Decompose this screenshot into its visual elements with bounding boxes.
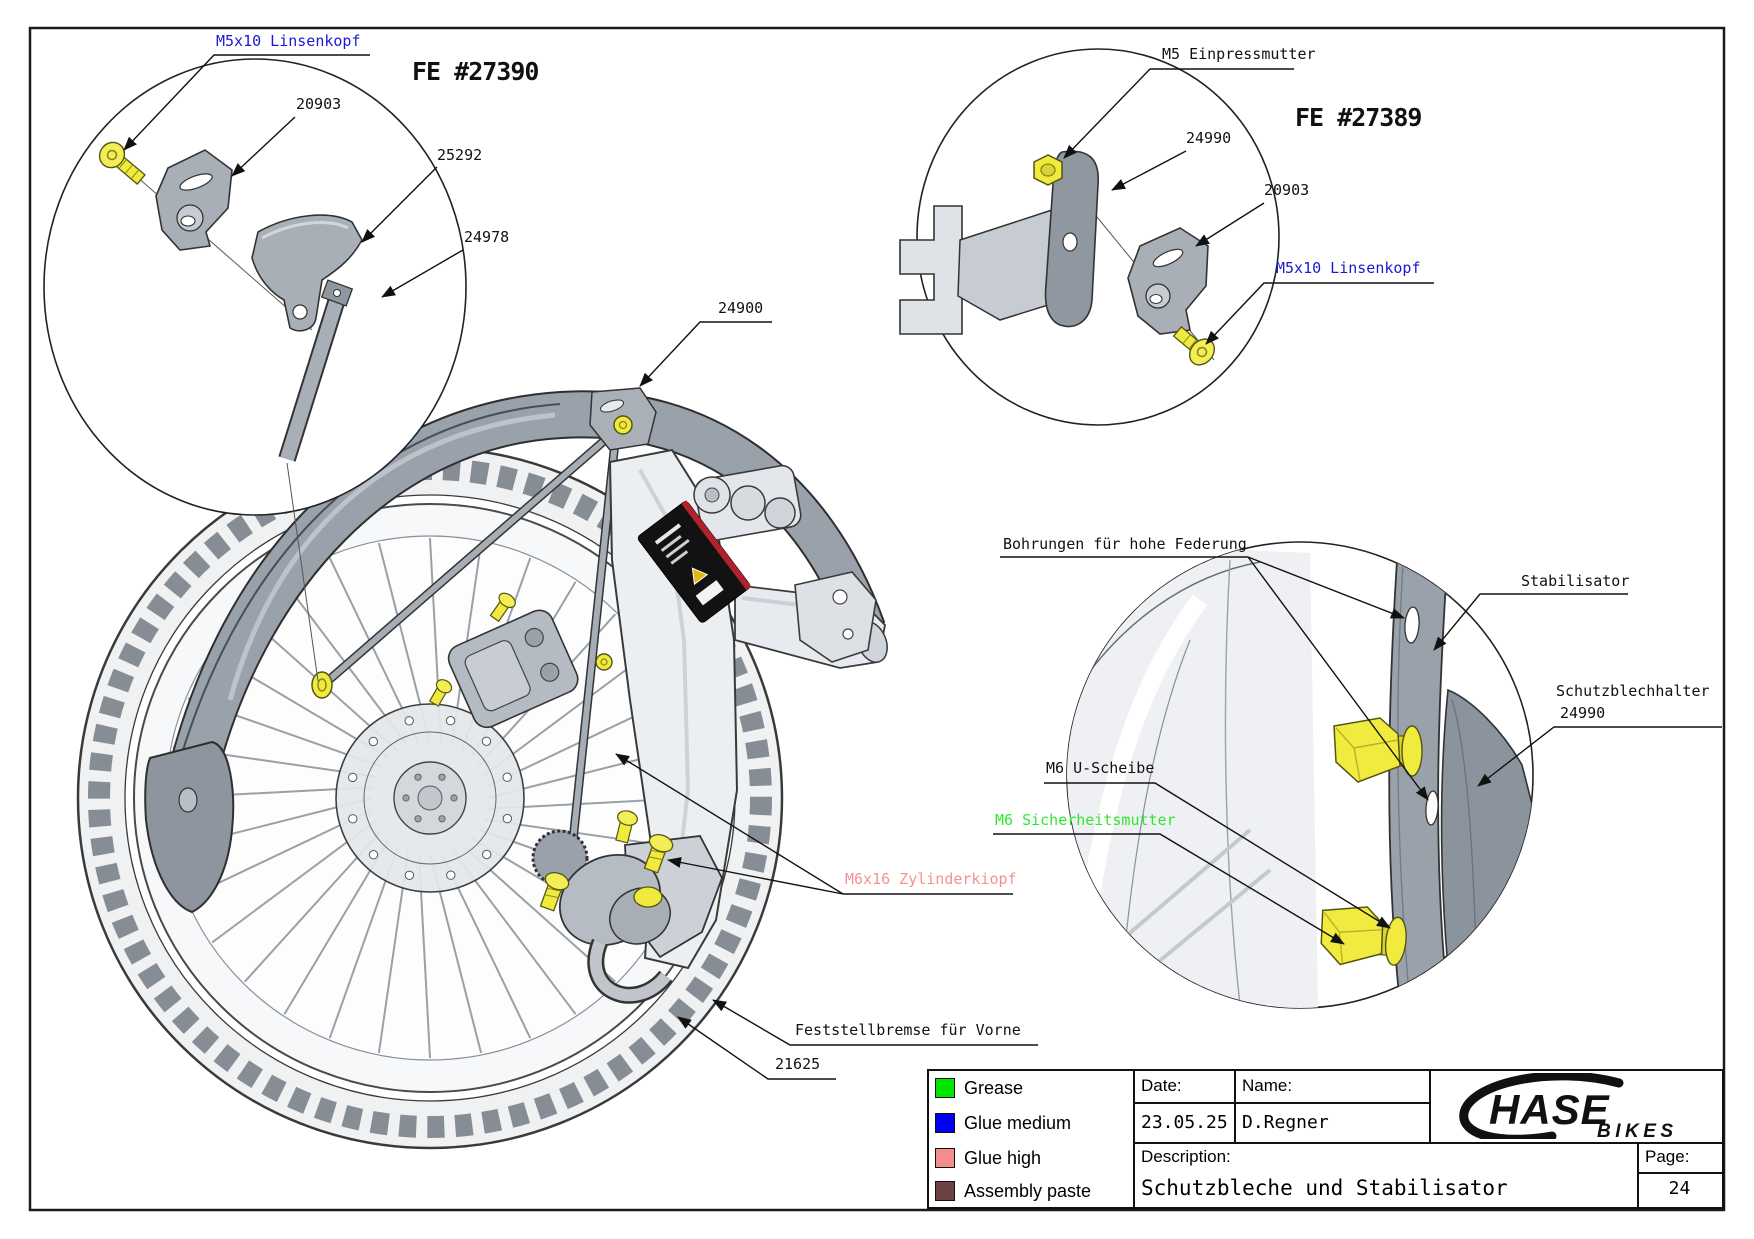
callout-schutzblechhalter: Schutzblechhalter <box>1556 682 1710 700</box>
page-label: Page: <box>1645 1147 1690 1166</box>
callout-24900: 24900 <box>718 299 764 317</box>
callout-feststellbremse: Feststellbremse für Vorne <box>795 1021 1021 1039</box>
screw-m5x10-right <box>1172 325 1216 366</box>
stay-mount-bolt <box>311 671 333 699</box>
legend-grease: Grease <box>935 1078 1130 1104</box>
legend-glue-medium: Glue medium <box>935 1113 1130 1139</box>
description-value: Schutzbleche und Stabilisator <box>1141 1176 1508 1200</box>
callout-stabilisator: Stabilisator <box>1521 572 1630 590</box>
press-nut-m5 <box>1033 154 1063 186</box>
fender-stays <box>319 430 620 889</box>
divider <box>1133 1142 1722 1144</box>
date-value: 23.05.25 <box>1141 1112 1228 1133</box>
description-label: Description: <box>1141 1147 1231 1166</box>
suspension-head <box>693 464 802 542</box>
glue-medium-swatch <box>935 1113 955 1133</box>
assembly-axis <box>119 161 313 331</box>
assembly-paste-label: Assembly paste <box>964 1181 1092 1201</box>
screw-m5x10 <box>98 141 146 185</box>
callout-m5-einpressmutter: M5 Einpressmutter <box>1162 45 1316 63</box>
mudflap <box>144 740 235 914</box>
callout-24978: 24978 <box>464 228 510 246</box>
logo-text-bikes: BIKES <box>1597 1121 1678 1139</box>
legend-glue-high: Glue high <box>935 1148 1130 1174</box>
divider <box>1637 1172 1722 1174</box>
brake-disc <box>335 703 525 893</box>
grease-swatch <box>935 1078 955 1098</box>
mudflap-rivet <box>178 787 198 813</box>
name-label: Name: <box>1242 1076 1293 1095</box>
divider <box>1133 1102 1431 1104</box>
bracket-20903-right <box>1127 227 1209 335</box>
logo-text-hase: HASE <box>1489 1086 1611 1133</box>
front-wheel-illustration <box>76 387 888 1150</box>
spring-hole-upper <box>1404 606 1420 644</box>
divider <box>1234 1071 1236 1142</box>
stay-rod-24978 <box>278 279 354 462</box>
callout-m6-sicherheitsmutter: M6 Sicherheitsmutter <box>995 811 1176 829</box>
grease-label: Grease <box>964 1078 1024 1098</box>
logo-swoosh <box>1459 1071 1624 1144</box>
callout-24990-right: 24990 <box>1186 129 1232 147</box>
glue-high-label: Glue high <box>964 1148 1042 1168</box>
warning-sticker <box>637 500 752 623</box>
fender-top-bracket <box>589 387 657 451</box>
callout-m6x16-zylinderkopf: M6x16 Zylinderkiopf <box>845 870 1017 888</box>
fe-number-left: FE #27390 <box>412 57 539 86</box>
assembly-paste-swatch <box>935 1181 955 1201</box>
detail-circle-fe27389 <box>899 48 1280 426</box>
callout-bohrungen: Bohrungen für hohe Federung <box>1003 535 1247 553</box>
nut-washer-upper <box>1333 717 1423 783</box>
glue-high-swatch <box>935 1148 955 1168</box>
name-value: D.Regner <box>1242 1112 1329 1133</box>
fe-number-right: FE #27389 <box>1295 103 1422 132</box>
small-fasteners <box>428 592 638 844</box>
legend-assembly-paste: Assembly paste <box>935 1181 1130 1207</box>
detail-reference-line <box>286 462 319 682</box>
bracket-20903 <box>155 149 233 251</box>
leader-lines <box>123 54 1722 1080</box>
nut-washer-lower <box>1320 906 1407 966</box>
hase-bikes-logo: HASE BIKES <box>1434 1071 1722 1144</box>
detail-circle-fe27390 <box>43 58 467 682</box>
callout-20903-left: 20903 <box>296 95 342 113</box>
drawing-frame <box>28 26 1726 1212</box>
fork-highlight <box>638 469 691 911</box>
page-value: 24 <box>1668 1178 1691 1199</box>
glue-medium-label: Glue medium <box>964 1113 1072 1133</box>
callout-m5x10-linsenkopf-right: M5x10 Linsenkopf <box>1276 259 1421 277</box>
callout-m5x10-linsenkopf-left: M5x10 Linsenkopf <box>216 32 361 50</box>
divider <box>1429 1071 1431 1142</box>
divider <box>1637 1142 1639 1207</box>
dropout-plate <box>794 571 877 663</box>
callout-20903-right: 20903 <box>1264 181 1310 199</box>
plate-25292 <box>251 214 363 332</box>
divider <box>1133 1071 1135 1207</box>
spring-hole-lower <box>1425 790 1439 826</box>
callout-schutzblechhalter-number: 24990 <box>1560 704 1606 722</box>
callout-25292: 25292 <box>437 146 483 164</box>
detail-circle-stabilizer <box>1066 541 1534 1009</box>
callout-21625: 21625 <box>775 1055 821 1073</box>
callout-m6-u-scheibe: M6 U-Scheibe <box>1046 759 1155 777</box>
fork-end-plate <box>899 205 963 335</box>
date-label: Date: <box>1141 1076 1182 1095</box>
title-block: Grease Glue medium Glue high Assembly pa… <box>927 1069 1724 1209</box>
brake-caliper <box>447 609 579 729</box>
fender-section <box>1067 550 1318 1008</box>
